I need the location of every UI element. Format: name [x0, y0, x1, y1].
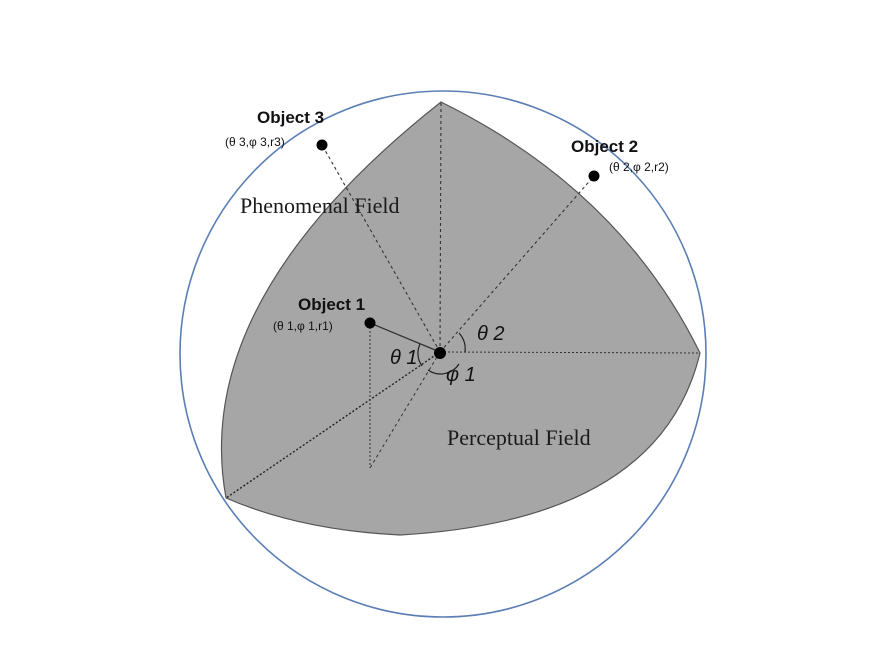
object-1-coords: (θ 1,φ 1,r1)	[273, 319, 333, 333]
ray-object-1	[369, 322, 441, 353]
object-2-coords: (θ 2,φ 2,r2)	[609, 160, 669, 174]
ray-object-2	[439, 175, 595, 353]
axis-horizontal	[439, 351, 701, 354]
object-1-title: Object 1	[298, 295, 365, 314]
phenomenal-field-label: Phenomenal Field	[240, 193, 399, 218]
theta2-label: θ 2	[477, 323, 505, 345]
theta1-label: θ 1	[390, 347, 418, 369]
axis-diagonal	[225, 351, 441, 499]
object-3-point	[316, 139, 328, 151]
perceptual-field-label: Perceptual Field	[447, 425, 591, 450]
object-2-point	[588, 170, 600, 182]
phi1-label: φ 1	[446, 364, 476, 386]
angle-arc-theta2	[458, 332, 466, 353]
field-region	[220, 101, 701, 536]
projection-base	[369, 351, 441, 469]
object-2-title: Object 2	[571, 137, 638, 156]
object-3-coords: (θ 3,φ 3,r3)	[225, 135, 285, 149]
object-1-point	[364, 317, 376, 329]
origin-point	[434, 347, 446, 359]
ray-object-3	[321, 144, 441, 353]
object-3-title: Object 3	[257, 108, 324, 127]
angle-arc-theta1	[417, 343, 423, 367]
sphere-outline	[179, 90, 707, 618]
angle-arc-phi1	[427, 363, 460, 375]
